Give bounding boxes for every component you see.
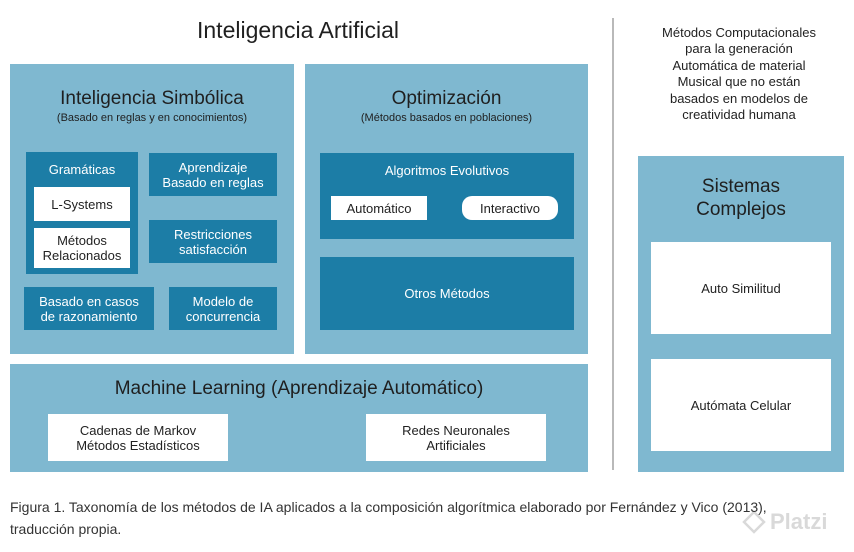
rule-learning-box: Aprendizaje Basado en reglas xyxy=(149,153,277,196)
figure-caption: Figura 1. Taxonomía de los métodos de IA… xyxy=(10,499,767,537)
neural-networks-box: Redes Neuronales Artificiales xyxy=(366,414,546,461)
side-note: Métodos Computacionales para la generaci… xyxy=(662,24,816,123)
optimization-panel: Optimización (Métodos basados en poblaci… xyxy=(305,64,588,354)
grammars-label: Gramáticas xyxy=(48,161,116,177)
divider-line xyxy=(612,18,614,470)
automatic-box: Automático xyxy=(331,196,427,220)
grammars-box: Gramáticas L-Systems Métodos Relacionado… xyxy=(26,152,138,274)
other-methods-box: Otros Métodos xyxy=(320,257,574,330)
self-similarity-box: Auto Similitud xyxy=(651,242,831,334)
cellular-automata-box: Autómata Celular xyxy=(651,359,831,451)
evolutionary-label: Algoritmos Evolutivos xyxy=(384,162,510,178)
diagram-title: Inteligencia Artificial xyxy=(197,16,399,43)
complex-systems-panel: Sistemas Complejos Auto Similitud Autóma… xyxy=(638,156,844,472)
constraints-box: Restricciones satisfacción xyxy=(149,220,277,263)
ml-title: Machine Learning (Aprendizaje Automático… xyxy=(114,378,484,399)
complex-title: Sistemas Complejos xyxy=(696,176,786,220)
symbolic-subtitle: (Basado en reglas y en conocimientos) xyxy=(56,112,248,124)
case-based-box: Basado en casos de razonamiento xyxy=(24,287,154,330)
evolutionary-box: Algoritmos Evolutivos Automático Interac… xyxy=(320,153,574,239)
interactive-box: Interactivo xyxy=(462,196,558,220)
markov-box: Cadenas de Markov Métodos Estadísticos xyxy=(48,414,228,461)
platzi-logo-icon xyxy=(742,510,766,534)
optimization-subtitle: (Métodos basados en poblaciones) xyxy=(360,112,533,124)
platzi-wordmark: Platzi xyxy=(770,509,828,534)
related-methods-box: Métodos Relacionados xyxy=(34,228,130,268)
platzi-watermark: Platzi xyxy=(742,502,852,542)
machine-learning-panel: Machine Learning (Aprendizaje Automático… xyxy=(10,364,588,472)
symbolic-ai-panel: Inteligencia Simbólica (Basado en reglas… xyxy=(10,64,294,354)
l-systems-box: L-Systems xyxy=(34,187,130,221)
symbolic-title: Inteligencia Simbólica xyxy=(60,88,244,109)
optimization-title: Optimización xyxy=(391,88,502,109)
concurrency-box: Modelo de concurrencia xyxy=(169,287,277,330)
